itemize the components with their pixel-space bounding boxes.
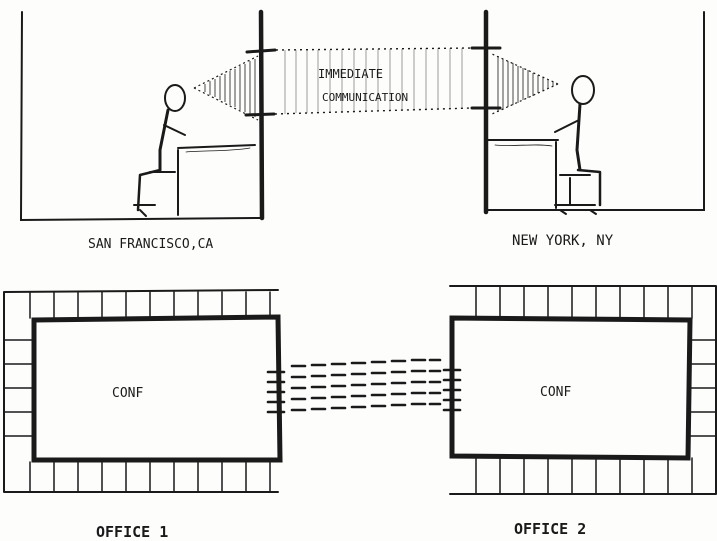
office-2-room-label: CONF bbox=[540, 385, 571, 400]
office-connection bbox=[268, 360, 460, 412]
ny-sight-cone bbox=[492, 54, 558, 114]
sf-person-at-desk bbox=[134, 85, 255, 216]
communication-link bbox=[275, 48, 472, 114]
sf-room bbox=[21, 12, 275, 220]
office-2-label: OFFICE 2 bbox=[514, 520, 586, 538]
ny-person-at-desk bbox=[488, 76, 600, 214]
ny-location-label: NEW YORK, NY bbox=[512, 233, 614, 249]
ny-room bbox=[472, 12, 704, 212]
sf-sight-cone bbox=[194, 56, 258, 120]
office-1-label: OFFICE 1 bbox=[96, 523, 168, 541]
sf-location-label: SAN FRANCISCO,CA bbox=[88, 237, 213, 252]
link-label-line1: IMMEDIATE bbox=[318, 67, 383, 81]
office-2 bbox=[450, 286, 716, 494]
link-label-line2: COMMUNICATION bbox=[322, 91, 408, 104]
office-1-room-label: CONF bbox=[112, 386, 143, 401]
